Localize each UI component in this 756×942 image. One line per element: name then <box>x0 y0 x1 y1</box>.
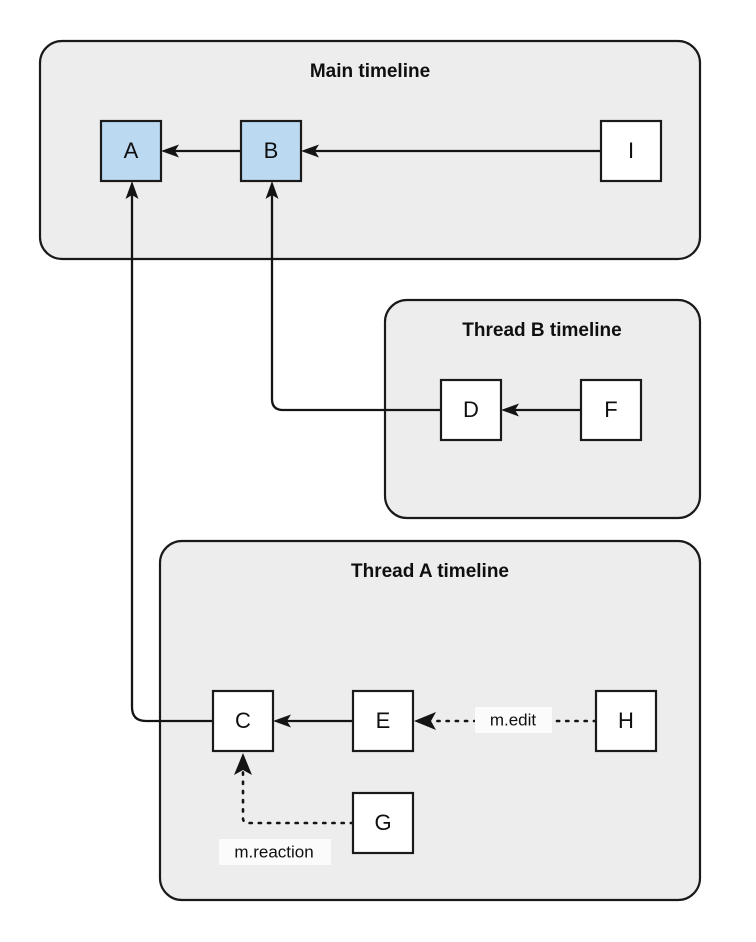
edge-e-to-c-arrowhead <box>273 714 291 728</box>
node-g-label: G <box>374 810 391 835</box>
group-main-timeline-title: Main timeline <box>310 61 430 82</box>
edge-e-to-c[interactable] <box>273 714 353 728</box>
node-a-rect <box>99 119 163 183</box>
edge-f-to-d[interactable] <box>501 403 581 417</box>
node-c-rect <box>211 689 275 753</box>
node-a-label: A <box>124 138 139 163</box>
node-f[interactable]: F <box>579 378 643 442</box>
node-i[interactable]: I <box>599 119 663 183</box>
edge-i-to-b[interactable] <box>301 144 601 158</box>
node-g-rect <box>351 791 415 855</box>
edge-d-to-b[interactable] <box>265 181 442 412</box>
edge-b-to-a-arrowhead <box>161 144 179 158</box>
node-e-label: E <box>376 708 391 733</box>
node-d-label: D <box>463 397 479 422</box>
node-d-rect <box>439 378 503 442</box>
node-g[interactable]: G <box>351 791 415 855</box>
node-b-rect <box>239 119 303 183</box>
node-f-rect <box>579 378 643 442</box>
node-d[interactable]: D <box>439 378 503 442</box>
edge-h-to-e[interactable]: m.edit <box>414 707 598 733</box>
edge-d-to-b-line <box>270 192 441 412</box>
edge-g-to-c-label-bg <box>219 839 331 865</box>
group-thread-a-timeline-title: Thread A timeline <box>351 561 509 582</box>
edge-g-to-c-label: m.reaction <box>234 842 313 861</box>
group-thread-b-timeline-title: Thread B timeline <box>462 320 621 341</box>
node-i-rect <box>599 119 663 183</box>
edge-g-to-c-arrowhead <box>234 753 252 775</box>
edge-h-to-e-label: m.edit <box>490 710 537 729</box>
node-c[interactable]: C <box>211 689 275 753</box>
node-b-label: B <box>264 138 279 163</box>
edge-c-to-a[interactable] <box>125 181 214 723</box>
node-e-rect <box>351 689 415 753</box>
edge-f-to-d-arrowhead <box>501 403 519 417</box>
edge-g-to-c[interactable]: m.reaction <box>219 753 355 865</box>
node-h-label: H <box>618 708 634 733</box>
edge-h-to-e-label-bg <box>475 707 552 733</box>
edge-b-to-a[interactable] <box>161 144 241 158</box>
node-e[interactable]: E <box>351 689 415 753</box>
edge-c-to-a-arrowhead <box>125 181 139 199</box>
node-f-label: F <box>604 397 617 422</box>
edge-h-to-e-arrowhead <box>414 712 436 730</box>
node-h-rect <box>594 689 658 753</box>
node-c-label: C <box>235 708 251 733</box>
edge-g-to-c-line <box>241 770 355 825</box>
node-i-label: I <box>628 138 634 163</box>
edge-d-to-b-arrowhead <box>265 181 279 199</box>
node-b[interactable]: B <box>239 119 303 183</box>
node-a[interactable]: A <box>99 119 163 183</box>
edge-c-to-a-line <box>130 192 213 723</box>
node-h[interactable]: H <box>594 689 658 753</box>
edge-i-to-b-arrowhead <box>301 144 319 158</box>
